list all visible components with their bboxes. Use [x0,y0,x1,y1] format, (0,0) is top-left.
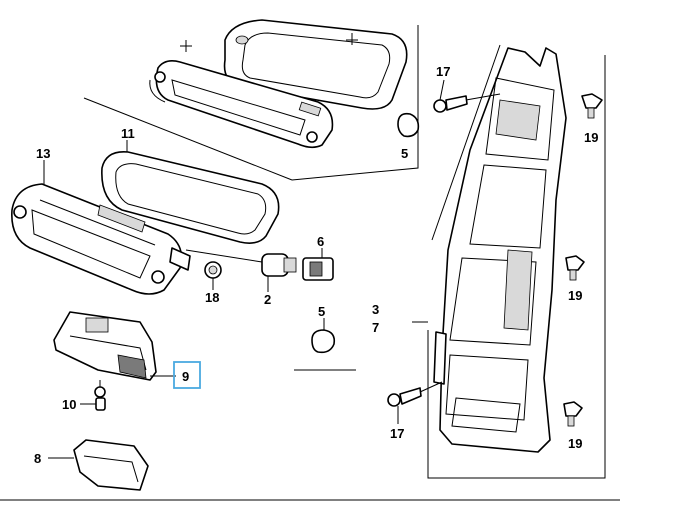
part-5-clip-top [397,112,420,138]
callout-5-mid: 5 [318,304,325,319]
callout-17-top: 17 [436,64,450,79]
part-19-clip-mid [565,255,585,281]
callout-10: 10 [62,397,76,412]
callout-18: 18 [205,290,219,305]
callout-6: 6 [317,234,324,249]
part-19-clip-top [581,93,603,119]
part-17-bolt-top [433,79,501,113]
callout-19-mid: 19 [568,288,582,303]
callout-17-bottom: 17 [390,426,404,441]
tail-lamp-frame [412,44,606,479]
part-19-clip-bottom [563,401,583,427]
part-18-grommet [204,261,222,290]
callout-19-top: 19 [584,130,598,145]
part-9-license-lamp [53,311,176,381]
part-8-lens-cover [48,439,149,491]
top-housing-body [149,40,334,149]
part-11-lens [101,140,280,244]
upper-assembly-frame [83,25,419,181]
callout-5-top: 5 [401,146,408,161]
callout-8: 8 [34,451,41,466]
callout-11: 11 [121,126,135,141]
part-13-lamp-assembly [11,160,191,295]
callout-9[interactable]: 9 [182,369,189,384]
part-17-bolt-bottom [387,381,443,424]
part-5-clip-mid [311,318,336,354]
tail-lamp-assembly [433,47,567,453]
callout-7: 7 [372,320,379,335]
callout-2: 2 [264,292,271,307]
part-10-bulb [80,380,106,411]
callout-19-bottom: 19 [568,436,582,451]
callout-3: 3 [372,302,379,317]
part-2-bulb [185,249,297,292]
callout-9-highlight-box [173,361,201,389]
callout-13: 13 [36,146,50,161]
part-6-socket [302,248,334,281]
